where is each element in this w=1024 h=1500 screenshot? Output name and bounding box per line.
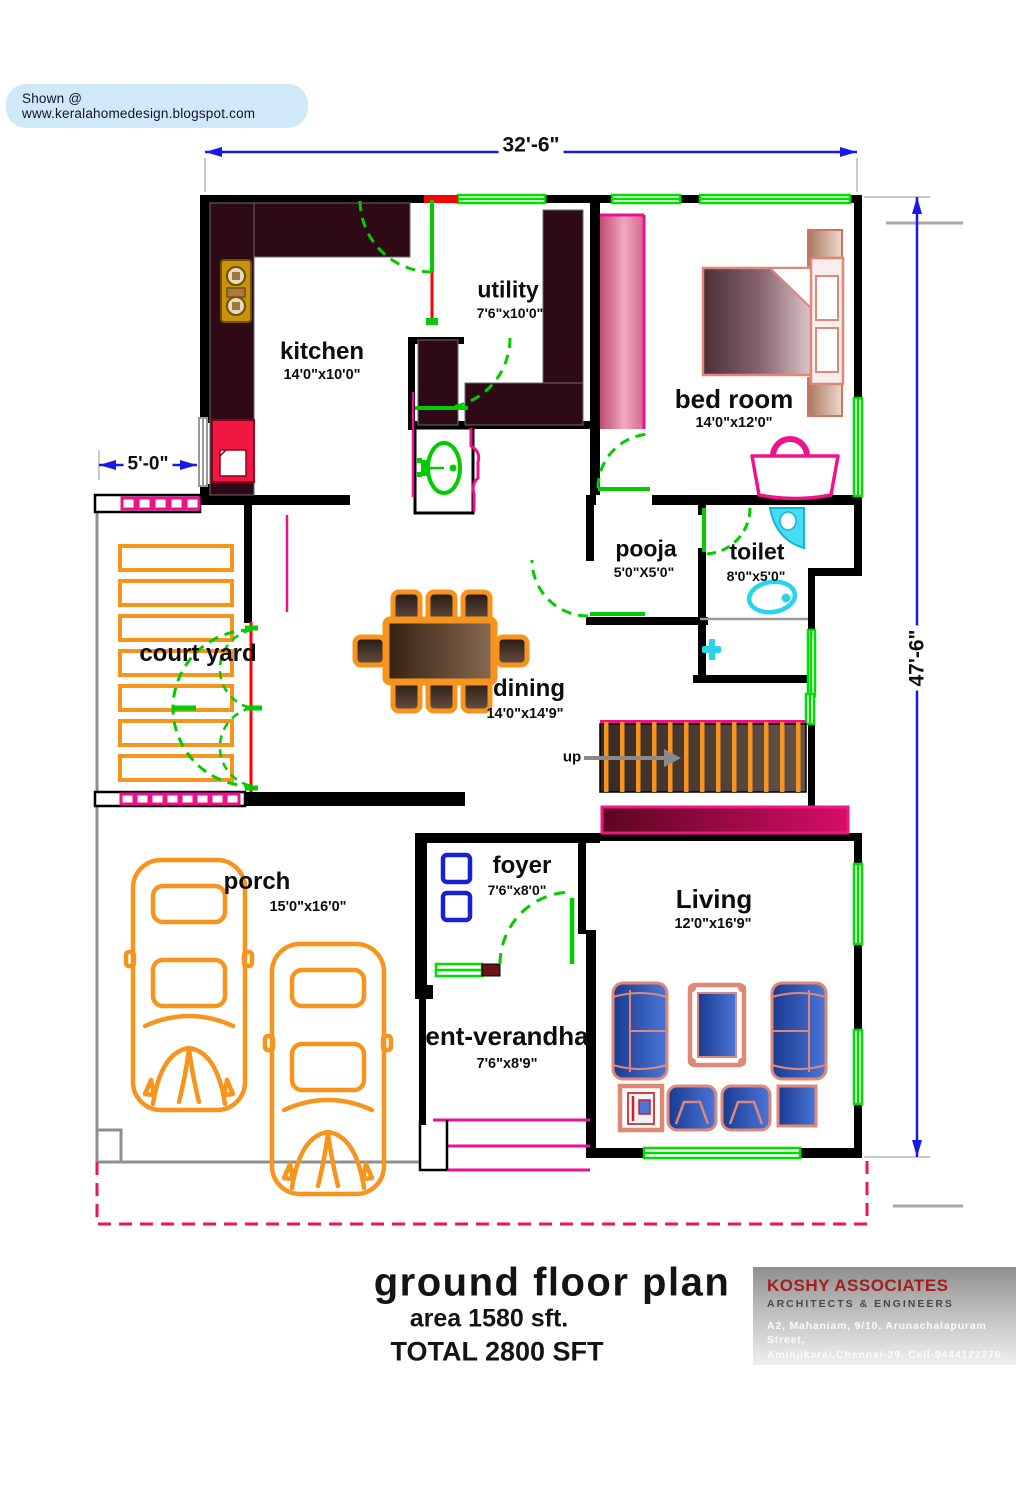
watermark-pill: Shown @ www.keralahomedesign.blogspot.co… bbox=[6, 84, 308, 128]
firm-name: KOSHY ASSOCIATES bbox=[767, 1276, 949, 1295]
dresser-mirror bbox=[770, 436, 810, 457]
wc bbox=[746, 579, 798, 615]
gray-window bbox=[198, 417, 208, 487]
label-dining: dining bbox=[493, 675, 565, 702]
label-toilet: toilet bbox=[729, 538, 785, 565]
wardrobe bbox=[600, 215, 644, 429]
label-foyer: foyer bbox=[492, 852, 552, 879]
label-living: Living bbox=[675, 884, 753, 914]
toilet-door-arc bbox=[703, 507, 752, 556]
watermark-text: Shown @ www.keralahomedesign.blogspot.co… bbox=[22, 91, 256, 121]
shoe-rack bbox=[440, 890, 473, 923]
firm-address-line2: Aminjikarai,Chennai-29. Cell-9444122276. bbox=[767, 1349, 1006, 1362]
armchair bbox=[720, 1084, 772, 1132]
label-bedroom: bed room bbox=[674, 384, 794, 414]
compound-boundary-dashed bbox=[95, 1157, 869, 1226]
shoe-rack bbox=[440, 852, 473, 885]
size-kitchen: 14'0"x10'0" bbox=[283, 366, 361, 383]
landing-bar bbox=[600, 805, 850, 835]
firm-tagline: ARCHITECTS & ENGINEERS bbox=[767, 1297, 954, 1310]
size-living: 12'0"x16'9" bbox=[674, 915, 752, 932]
living-furniture bbox=[611, 981, 828, 1133]
firm-address: A2, Mahaniam, 9/10, Arunachalapuram Stre… bbox=[767, 1319, 1016, 1363]
label-courtyard: court yard bbox=[139, 640, 257, 667]
firm-address-line1: A2, Mahaniam, 9/10, Arunachalapuram Stre… bbox=[767, 1319, 987, 1347]
dresser bbox=[750, 454, 840, 501]
utility-doors bbox=[358, 199, 512, 410]
size-utility: 7'6"x10'0" bbox=[476, 305, 544, 321]
stool bbox=[776, 1084, 818, 1128]
dimension-left: 5'-0" bbox=[123, 454, 173, 474]
plan-area: area 1580 sft. bbox=[409, 1304, 569, 1333]
size-dining: 14'0"x14'9" bbox=[486, 705, 564, 722]
dimension-top: 32'-6" bbox=[498, 134, 564, 156]
dining-table bbox=[382, 616, 498, 686]
firm-block: KOSHY ASSOCIATES ARCHITECTS & ENGINEERS … bbox=[753, 1267, 1016, 1365]
label-pooja: pooja bbox=[615, 535, 677, 562]
toilet-fixtures bbox=[700, 507, 808, 660]
kitchen-counters bbox=[209, 202, 584, 496]
bedroom-door-arc bbox=[596, 432, 653, 489]
size-pooja: 5'0"X5'0" bbox=[613, 564, 675, 580]
label-kitchen: kitchen bbox=[279, 338, 365, 365]
refrigerator bbox=[211, 419, 255, 483]
size-foyer: 7'6"x8'0" bbox=[487, 882, 547, 898]
windows bbox=[198, 193, 864, 1160]
courtyard-slats bbox=[118, 544, 234, 782]
dimension-right: 47'-6" bbox=[906, 625, 929, 691]
pillow bbox=[815, 275, 839, 321]
armchair bbox=[666, 1084, 718, 1132]
size-porch: 15'0"x16'0" bbox=[269, 898, 347, 915]
stove bbox=[220, 259, 252, 323]
jali-grill-squares bbox=[119, 496, 241, 806]
courtyard-doors bbox=[171, 515, 289, 791]
bedroom-furniture bbox=[596, 213, 845, 501]
label-utility: utility bbox=[477, 276, 539, 303]
entry-steps bbox=[418, 1118, 590, 1172]
pillow bbox=[815, 327, 839, 373]
size-bedroom: 14'0"x12'0" bbox=[695, 414, 773, 431]
label-porch: porch bbox=[223, 868, 291, 895]
plan-title: ground floor plan bbox=[373, 1260, 731, 1305]
label-up: up bbox=[562, 748, 582, 766]
wash-basin-area bbox=[411, 392, 481, 515]
label-verandha: ent-verandha bbox=[425, 1021, 589, 1051]
foyer-items bbox=[440, 852, 575, 965]
door-pillar-block bbox=[481, 963, 501, 977]
car bbox=[265, 944, 391, 1194]
pooja-door bbox=[530, 559, 645, 618]
car bbox=[126, 860, 252, 1110]
plan-total: TOTAL 2800 SFT bbox=[390, 1336, 604, 1367]
size-verandha: 7'6"x8'9" bbox=[476, 1055, 538, 1072]
staircase bbox=[584, 720, 850, 835]
main-door-arc bbox=[498, 890, 573, 965]
size-toilet: 8'0"x5'0" bbox=[726, 568, 786, 584]
dining-set bbox=[352, 589, 530, 714]
